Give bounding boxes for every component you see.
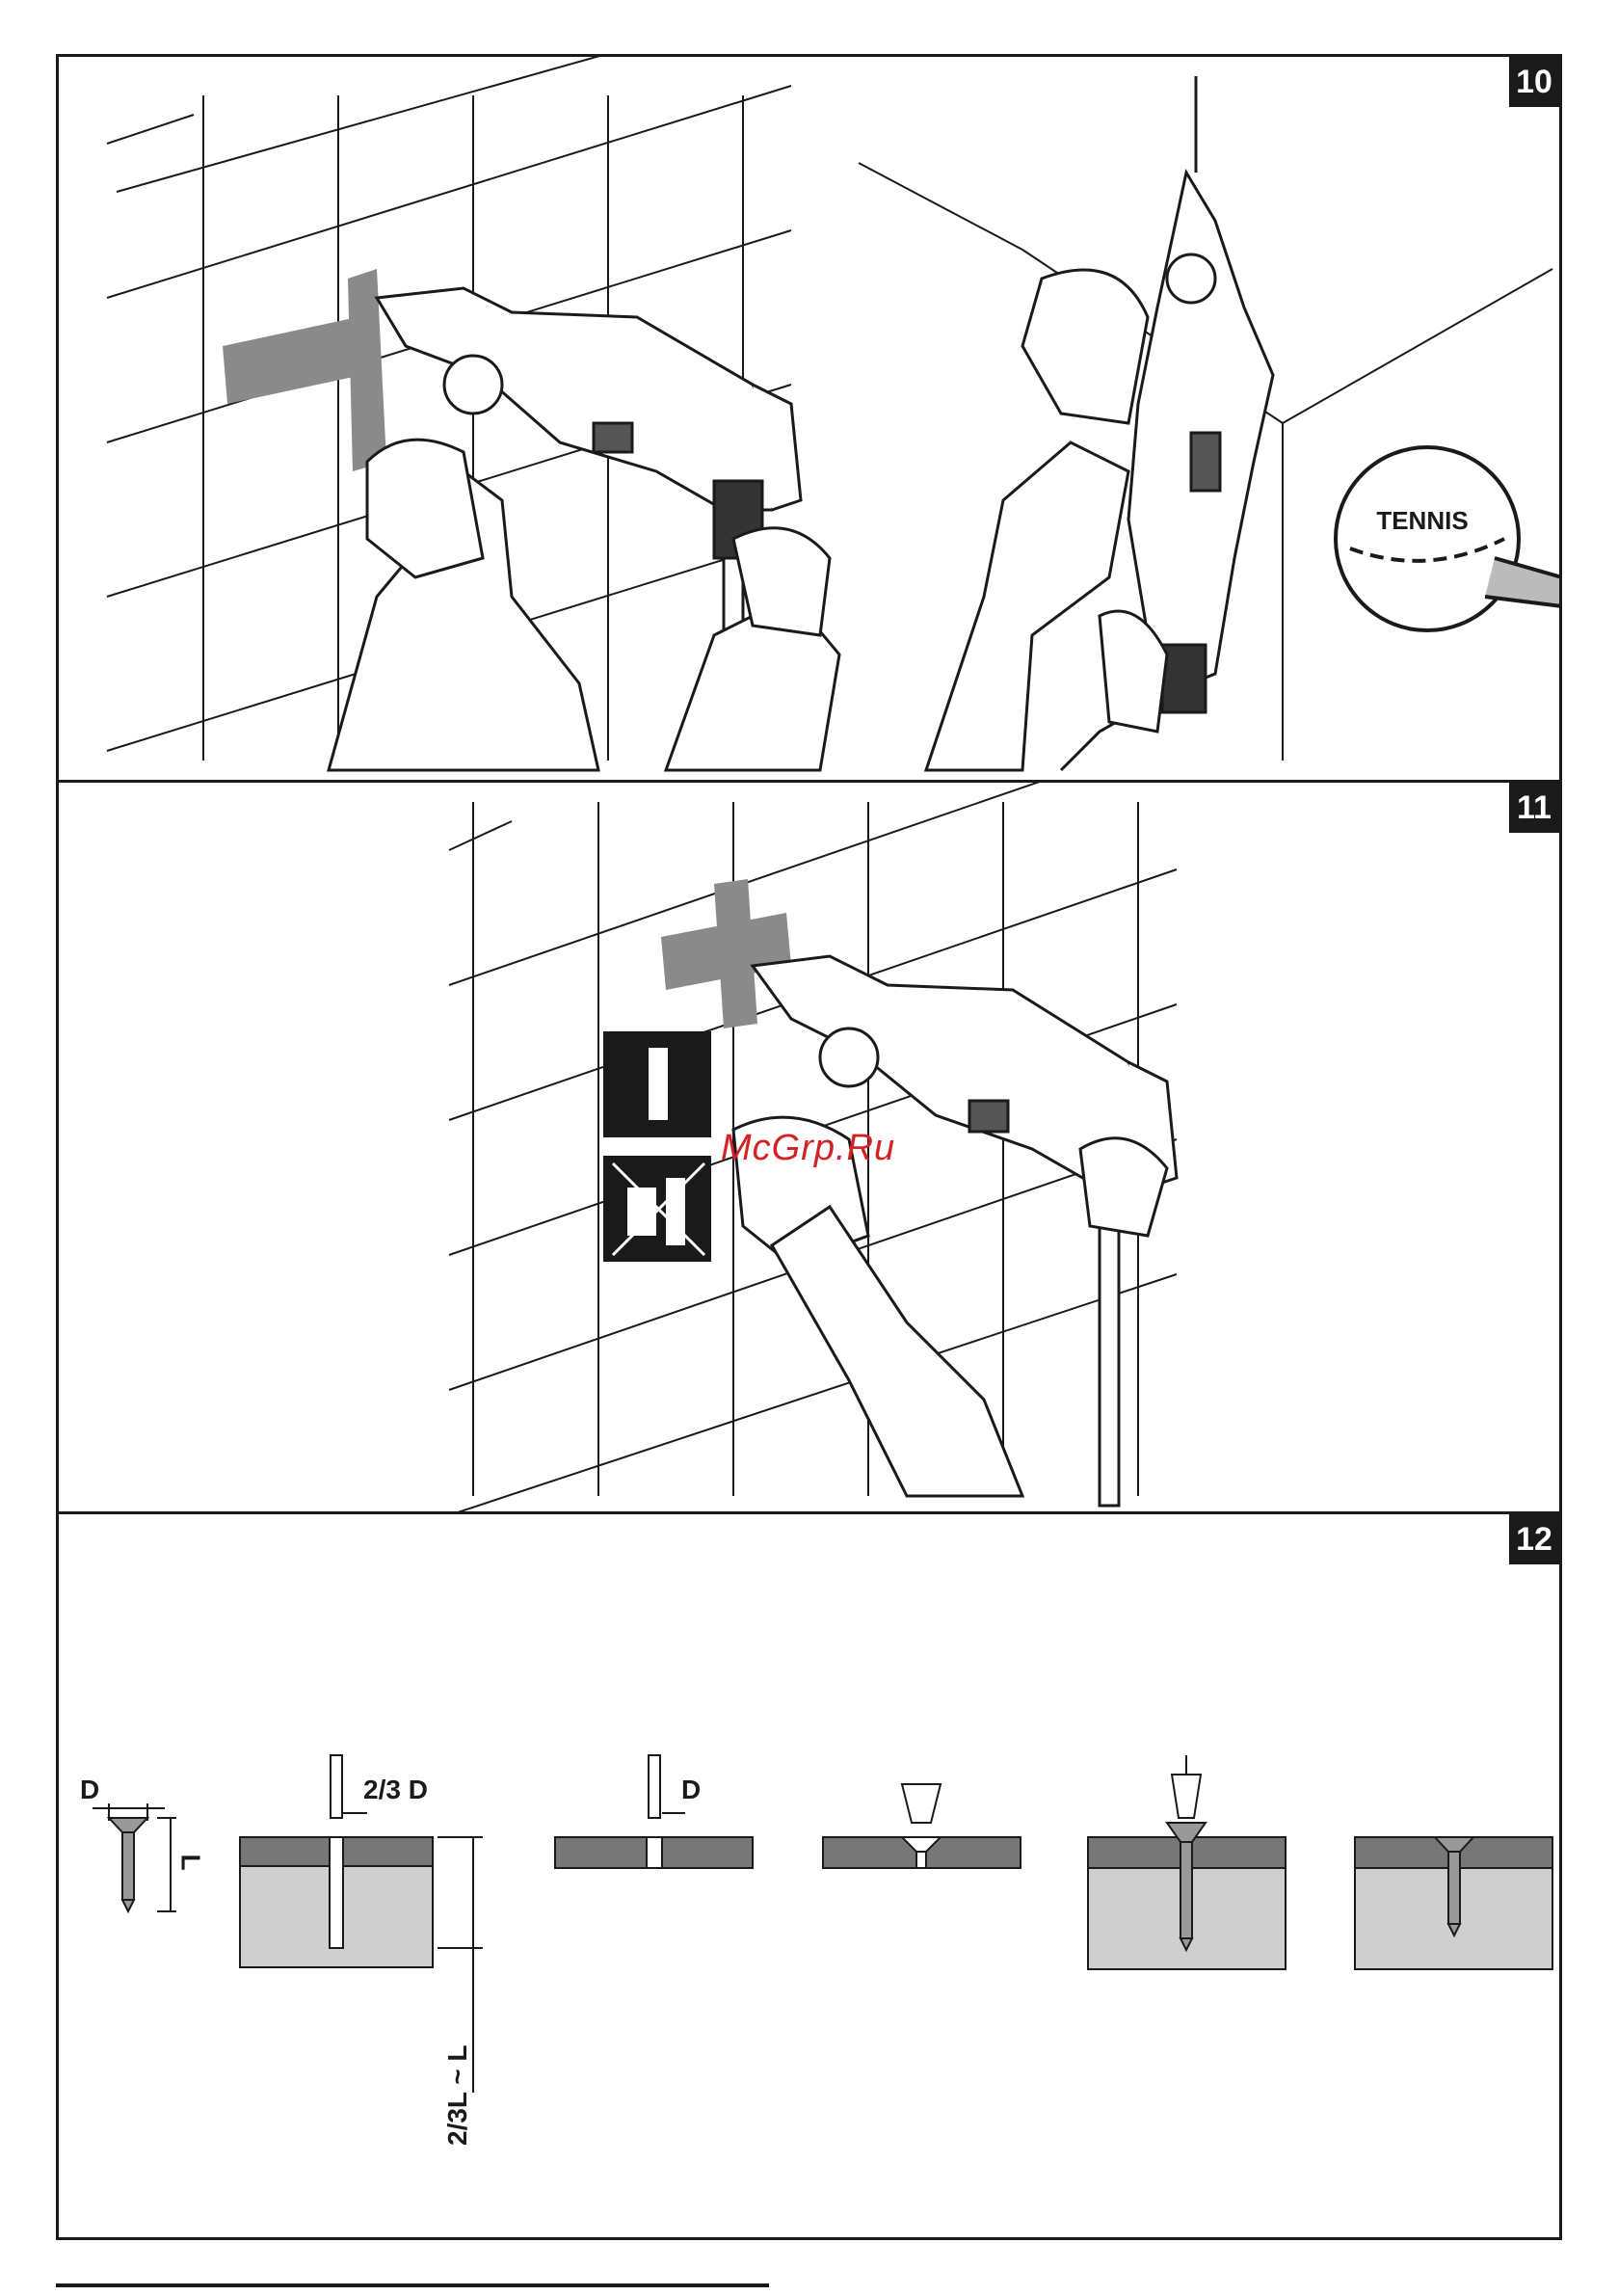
footer-rule: [56, 2283, 769, 2287]
clearance-hole-label: D: [681, 1775, 701, 1805]
finished-screw-diagram: [1355, 1837, 1552, 1969]
screw-diameter-label: D: [80, 1775, 99, 1805]
pilot-hole-diagram: [240, 1755, 483, 2093]
figure-12-panel: 12: [56, 1511, 1562, 2240]
screw-length-label: L: [175, 1854, 206, 1870]
screw-dimension-diagram: [93, 1803, 176, 1911]
figure-10-panel: 10: [56, 54, 1562, 783]
figure-12-illustration: [59, 1514, 1562, 2240]
clearance-hole-diagram: [555, 1755, 753, 1868]
watermark: McGrp.Ru: [721, 1128, 895, 1169]
figure-10-illustration: TENNIS: [59, 57, 1562, 783]
screwing-diagram: [1088, 1755, 1286, 1969]
pilot-hole-label: 2/3 D: [363, 1775, 428, 1805]
tennis-ball-label: TENNIS: [1376, 506, 1468, 535]
countersink-diagram: [823, 1784, 1021, 1868]
drill-depth-label: 2/3L ~ L: [442, 2044, 473, 2146]
